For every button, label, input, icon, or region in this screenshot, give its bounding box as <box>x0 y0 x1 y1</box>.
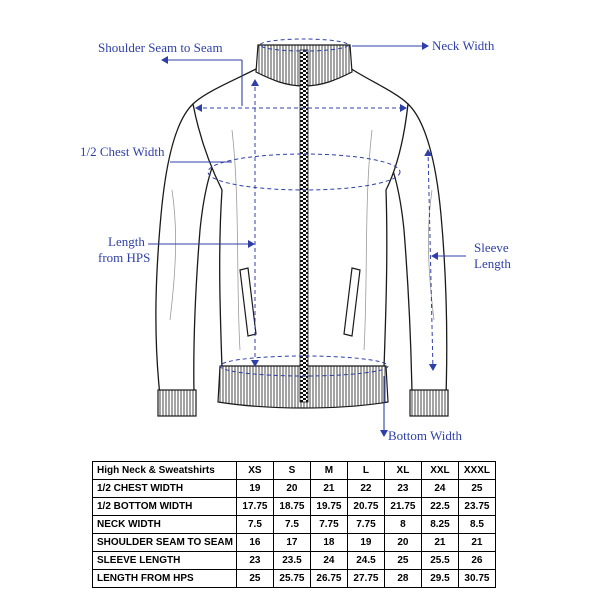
right-pocket <box>343 267 361 337</box>
callout-leaders <box>148 42 466 437</box>
table-cell: 26 <box>457 551 496 570</box>
table-cell: 20 <box>272 479 311 498</box>
table-cell: 25 <box>383 551 422 570</box>
table-cell: 7.5 <box>272 515 311 534</box>
table-cell: 27.75 <box>346 569 385 588</box>
table-cell: 23 <box>383 479 422 498</box>
table-cell: 30.75 <box>457 569 496 588</box>
table-cell: 29.5 <box>420 569 459 588</box>
table-cell: 25 <box>235 569 274 588</box>
table-cell: 7.75 <box>309 515 348 534</box>
table-cell: 18.75 <box>272 497 311 516</box>
table-cell: 24 <box>420 479 459 498</box>
table-cell: SLEEVE LENGTH <box>92 551 237 570</box>
table-cell: 26.75 <box>309 569 348 588</box>
table-cell: 24.5 <box>346 551 385 570</box>
table-cell: 25.75 <box>272 569 311 588</box>
table-cell: 18 <box>309 533 348 552</box>
table-cell: 23.5 <box>272 551 311 570</box>
label-bottom-width: Bottom Width <box>388 428 462 443</box>
table-row: 1/2 BOTTOM WIDTH 17.75 18.75 19.75 20.75… <box>92 497 496 516</box>
table-header-cell: XS <box>235 461 274 480</box>
table-cell: 24 <box>309 551 348 570</box>
size-table: High Neck & Sweatshirts XS S M L XL XXL … <box>92 461 496 588</box>
table-row: SLEEVE LENGTH 23 23.5 24 24.5 25 25.5 26 <box>92 551 496 570</box>
table-cell: 21 <box>420 533 459 552</box>
table-cell: 22.5 <box>420 497 459 516</box>
table-cell: LENGTH FROM HPS <box>92 569 237 588</box>
table-cell: 16 <box>235 533 274 552</box>
label-sleeve-line2: Length <box>474 256 511 271</box>
table-header-cell: S <box>272 461 311 480</box>
table-cell: 21.75 <box>383 497 422 516</box>
table-cell: 8 <box>383 515 422 534</box>
table-cell: 17 <box>272 533 311 552</box>
table-cell: 1/2 BOTTOM WIDTH <box>92 497 237 516</box>
table-cell: 7.75 <box>346 515 385 534</box>
label-length-line1: Length <box>108 234 145 249</box>
table-cell: 7.5 <box>235 515 274 534</box>
table-cell: 1/2 CHEST WIDTH <box>92 479 237 498</box>
table-cell: 23 <box>235 551 274 570</box>
table-cell: 20.75 <box>346 497 385 516</box>
table-cell: 19 <box>235 479 274 498</box>
table-cell: 17.75 <box>235 497 274 516</box>
table-header-cell: High Neck & Sweatshirts <box>92 461 237 480</box>
table-cell: 20 <box>383 533 422 552</box>
label-neck-width: Neck Width <box>432 38 495 53</box>
table-cell: 28 <box>383 569 422 588</box>
table-header-cell: XXL <box>420 461 459 480</box>
label-chest-width: 1/2 Chest Width <box>80 144 165 159</box>
table-header-cell: M <box>309 461 348 480</box>
table-cell: 22 <box>346 479 385 498</box>
table-row: 1/2 CHEST WIDTH 19 20 21 22 23 24 25 <box>92 479 496 498</box>
table-cell: 21 <box>457 533 496 552</box>
table-row: SHOULDER SEAM TO SEAM 16 17 18 19 20 21 … <box>92 533 496 552</box>
table-cell: 19 <box>346 533 385 552</box>
zipper <box>299 49 309 403</box>
table-cell: 19.75 <box>309 497 348 516</box>
label-shoulder-seam: Shoulder Seam to Seam <box>98 40 223 55</box>
label-sleeve-line1: Sleeve <box>474 240 509 255</box>
left-cuff <box>157 389 197 417</box>
table-cell: 21 <box>309 479 348 498</box>
table-cell: SHOULDER SEAM TO SEAM <box>92 533 237 552</box>
table-cell: NECK WIDTH <box>92 515 237 534</box>
table-cell: 23.75 <box>457 497 496 516</box>
table-header-row: High Neck & Sweatshirts XS S M L XL XXL … <box>92 461 496 480</box>
label-length-line2: from HPS <box>98 250 150 265</box>
measurement-guides <box>195 38 437 377</box>
table-header-cell: XXXL <box>457 461 496 480</box>
table-header-cell: XL <box>383 461 422 480</box>
right-cuff <box>409 389 449 417</box>
jacket-diagram: Shoulder Seam to Seam Neck Width 1/2 Che… <box>80 38 511 443</box>
table-cell: 8.5 <box>457 515 496 534</box>
table-cell: 8.25 <box>420 515 459 534</box>
table-row: LENGTH FROM HPS 25 25.75 26.75 27.75 28 … <box>92 569 496 588</box>
table-row: NECK WIDTH 7.5 7.5 7.75 7.75 8 8.25 8.5 <box>92 515 496 534</box>
table-cell: 25 <box>457 479 496 498</box>
table-header-cell: L <box>346 461 385 480</box>
table-cell: 25.5 <box>420 551 459 570</box>
